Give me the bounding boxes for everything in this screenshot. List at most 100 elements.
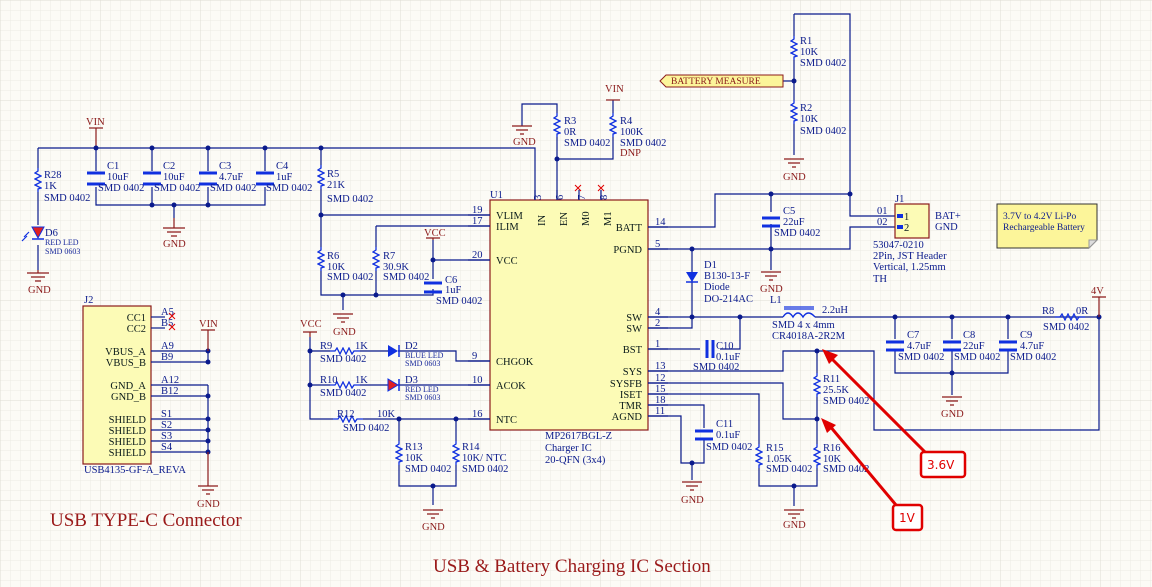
capacitor-c6[interactable] xyxy=(424,281,442,294)
u1-pin-number: 10 xyxy=(472,375,483,386)
u1-pin-number: 3 xyxy=(533,195,544,200)
led-d6[interactable] xyxy=(31,226,45,240)
capacitor-c3[interactable] xyxy=(199,171,217,186)
u1-pin-name: CHGOK xyxy=(496,357,534,368)
j2-pin-number: B9 xyxy=(161,352,173,363)
j2-pin-number: B12 xyxy=(161,386,179,397)
svg-text:30.9K: 30.9K xyxy=(383,262,409,273)
svg-text:25.5K: 25.5K xyxy=(823,385,849,396)
svg-text:1K: 1K xyxy=(355,375,368,386)
svg-text:RED LED: RED LED xyxy=(45,238,79,247)
inductor-l1[interactable] xyxy=(782,312,816,319)
svg-text:J2: J2 xyxy=(84,295,93,306)
u1-charger-ic[interactable]: U1 MP2617BGL-Z Charger IC 20-QFN (3x4) 1… xyxy=(468,190,668,466)
capacitor-c2[interactable] xyxy=(143,171,161,186)
callout-3v6: 3.6V xyxy=(822,349,967,479)
capacitor-c11[interactable] xyxy=(695,429,713,441)
svg-text:10K: 10K xyxy=(405,453,424,464)
svg-text:GND: GND xyxy=(935,222,958,233)
capacitor-c7[interactable] xyxy=(886,340,904,352)
svg-text:SMD 0402: SMD 0402 xyxy=(343,423,389,434)
battery-measure-net-label[interactable]: BATTERY MEASURE xyxy=(659,74,784,88)
svg-text:R6: R6 xyxy=(327,251,339,262)
capacitor-c5[interactable] xyxy=(762,216,780,228)
usb-section-title: USB TYPE-C Connector xyxy=(50,510,242,531)
svg-text:0R: 0R xyxy=(1076,306,1088,317)
svg-text:2Pin, JST Header: 2Pin, JST Header xyxy=(873,251,947,262)
capacitor-c4[interactable] xyxy=(256,171,274,186)
svg-text:J1: J1 xyxy=(895,194,904,205)
u1-pin-number: 8 xyxy=(599,195,610,200)
svg-text:22uF: 22uF xyxy=(963,341,985,352)
svg-text:GND: GND xyxy=(941,409,964,420)
4v-port: 4V xyxy=(1091,286,1106,317)
svg-text:R16: R16 xyxy=(823,443,841,454)
j2-pin-name: SHIELD xyxy=(109,415,147,426)
svg-text:C2: C2 xyxy=(163,161,175,172)
svg-text:SMD 0402: SMD 0402 xyxy=(620,138,666,149)
svg-text:R12: R12 xyxy=(337,409,355,420)
svg-text:SMD 4 x 4mm: SMD 4 x 4mm xyxy=(772,320,835,331)
u1-pin-number: 15 xyxy=(655,384,666,395)
svg-text:SMD 0402: SMD 0402 xyxy=(405,464,451,475)
led-d2[interactable] xyxy=(388,345,398,357)
capacitor-c9[interactable] xyxy=(999,340,1017,352)
svg-text:SMD 0402: SMD 0402 xyxy=(766,464,812,475)
svg-text:Vertical, 1.25mm: Vertical, 1.25mm xyxy=(873,262,946,273)
u1-pin-number: 1 xyxy=(655,339,660,350)
svg-text:VIN: VIN xyxy=(199,319,218,330)
j2-pin-name: SHIELD xyxy=(109,426,147,437)
main-section-title: USB & Battery Charging IC Section xyxy=(433,556,711,577)
svg-text:SMD 0402: SMD 0402 xyxy=(436,296,482,307)
gnd-symbol: GND xyxy=(27,270,51,296)
u1-pin-number: 12 xyxy=(655,373,666,384)
svg-text:0R: 0R xyxy=(564,127,576,138)
svg-text:53047-0210: 53047-0210 xyxy=(873,240,924,251)
u1-pin-name: ISET xyxy=(620,390,643,401)
svg-text:SMD 0402: SMD 0402 xyxy=(327,272,373,283)
j1-battery-connector[interactable]: J1 1 2 01 02 BAT+ GND 53047-0210 2Pin, J… xyxy=(873,194,961,285)
svg-text:3.6V: 3.6V xyxy=(927,458,955,472)
svg-text:2: 2 xyxy=(904,223,909,234)
gnd-symbol: GND xyxy=(783,158,806,183)
svg-text:L1: L1 xyxy=(770,295,782,306)
svg-text:SMD 0402: SMD 0402 xyxy=(706,442,752,453)
svg-text:SMD 0402: SMD 0402 xyxy=(823,396,869,407)
u1-pin-name: M0 xyxy=(581,211,592,226)
u1-pin-name: SYS xyxy=(623,367,642,378)
u1-pin-number: 14 xyxy=(655,217,666,228)
svg-text:GND: GND xyxy=(28,285,51,296)
gnd-symbol: GND xyxy=(422,509,445,533)
svg-text:GND: GND xyxy=(197,499,220,510)
capacitor-c8[interactable] xyxy=(943,340,961,352)
u1-pin-name: PGND xyxy=(613,245,642,256)
j2-pin-number: S3 xyxy=(161,431,172,442)
led-d3[interactable] xyxy=(387,378,399,392)
u1-pin-number: 11 xyxy=(655,406,665,417)
u1-pin-name: M1 xyxy=(603,211,614,226)
u1-pin-number: 7 xyxy=(577,195,588,200)
u1-pin-number: 9 xyxy=(472,351,477,362)
u1-pin-number: 5 xyxy=(655,239,660,250)
vin-port-3: VIN xyxy=(199,319,218,351)
diode-d1[interactable] xyxy=(686,272,698,282)
input-network: VIN GND R28 1K SMD 0402 D6 RED LED SMD 0… xyxy=(21,117,536,296)
gnd-symbol: GND xyxy=(163,218,186,250)
j2-pin-name: VBUS_A xyxy=(105,347,146,358)
u1-pin-name: AGND xyxy=(612,412,643,423)
gnd-symbol: GND xyxy=(783,509,806,531)
capacitor-c10[interactable] xyxy=(705,340,715,358)
capacitor-c1[interactable] xyxy=(87,171,105,186)
battery-note: 3.7V to 4.2V Li-Po Rechargeable Battery xyxy=(996,203,1099,250)
svg-text:1: 1 xyxy=(904,212,909,223)
svg-text:D2: D2 xyxy=(405,341,418,352)
svg-text:1.05K: 1.05K xyxy=(766,454,792,465)
j2-pin-number: S2 xyxy=(161,420,172,431)
svg-text:D3: D3 xyxy=(405,375,418,386)
j2-pin-name: SHIELD xyxy=(109,437,147,448)
svg-text:1K: 1K xyxy=(44,181,57,192)
